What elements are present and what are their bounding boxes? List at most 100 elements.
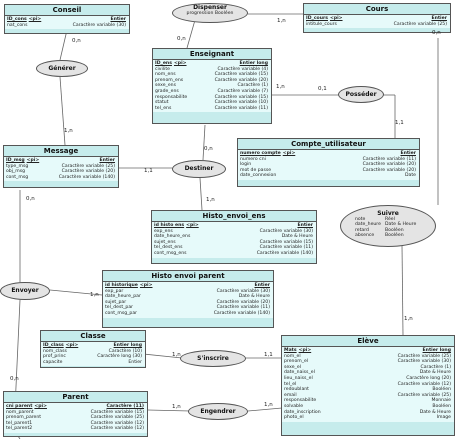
attribute-row: ID_cons<pi>Entier bbox=[7, 17, 127, 23]
cardinality-label: 1,n bbox=[90, 292, 99, 298]
attr-name: date_heure_par bbox=[105, 294, 141, 300]
attr-type: Date & Heure bbox=[419, 370, 451, 376]
attr-name: id histo ens bbox=[154, 223, 185, 228]
attribute-row: numero cni Caractère variable (11) bbox=[240, 157, 417, 163]
attr-name: cni parent bbox=[6, 404, 33, 409]
attr-type: Caractère variable (30) bbox=[397, 359, 451, 365]
attr-type: Booléen bbox=[385, 227, 404, 233]
attr-type: Caractère variable (12) bbox=[397, 381, 451, 387]
association-attribute: progression Booléen bbox=[173, 11, 247, 16]
attr-name: intitule_cours bbox=[306, 21, 337, 27]
attr-name: nom_el bbox=[284, 353, 301, 359]
attr-type: Caractère (1) bbox=[420, 364, 451, 370]
attr-type: Caractère long (20) bbox=[406, 375, 451, 381]
entity-title: Classe bbox=[41, 331, 145, 342]
cardinality-label: 1,1 bbox=[264, 352, 273, 358]
attr-name: sujet_par bbox=[105, 299, 127, 305]
attr-type: Caractère variable (11) bbox=[362, 156, 416, 162]
attr-type: Entier bbox=[297, 223, 313, 228]
attr-type: Caractère variable (140) bbox=[58, 174, 115, 180]
attr-key: <pi> bbox=[329, 16, 343, 21]
attr-name: ID_cours bbox=[306, 16, 328, 21]
attribute-row: ID_ens<pi>Entier long bbox=[155, 61, 269, 67]
attr-name: obj_msg bbox=[6, 169, 26, 175]
attr-type: Caractère variable (140) bbox=[256, 250, 313, 256]
entity-title: Compte_utilisateur bbox=[238, 139, 419, 150]
attr-name: civilite bbox=[155, 66, 170, 72]
attr-type: Date & Heure bbox=[281, 234, 313, 240]
attr-key: <pi> bbox=[139, 283, 153, 288]
attr-name: exp_ens bbox=[154, 228, 173, 234]
attr-name: tel_dest_ens bbox=[154, 245, 183, 251]
attribute-row: cni parent<pi>Caractère (11) bbox=[6, 404, 145, 410]
association-name: Envoyer bbox=[11, 287, 39, 294]
attr-name: date_inscription bbox=[284, 409, 321, 415]
attr-name: ID_msg bbox=[6, 158, 25, 163]
attr-type: Caractère variable (20) bbox=[61, 169, 115, 175]
attr-name: date_heure bbox=[355, 222, 381, 228]
association-destiner: Destiner bbox=[172, 160, 226, 178]
attr-type: Caractère variable (11) bbox=[216, 305, 270, 311]
attr-name: retard bbox=[355, 227, 369, 233]
association-name: Générer bbox=[48, 65, 76, 72]
association-name: Destiner bbox=[184, 165, 214, 172]
attr-name: date_heure_ens bbox=[154, 234, 191, 240]
attr-type: Date bbox=[405, 173, 416, 179]
attr-name: exp_par bbox=[105, 288, 124, 294]
cardinality-label: 0,n bbox=[72, 38, 81, 44]
attr-name: solvable bbox=[284, 403, 304, 409]
entity-parent: Parent cni parent<pi>Caractère (11)nom_p… bbox=[3, 391, 148, 437]
attr-name: sujet_ens bbox=[154, 239, 176, 245]
attr-name: tel_el bbox=[284, 381, 297, 387]
attr-type: Monnaie bbox=[431, 398, 451, 404]
attr-type: Booléen bbox=[214, 11, 234, 16]
association-name: Posséder bbox=[345, 91, 377, 98]
attr-type: Entier bbox=[431, 16, 447, 21]
entity-histo-envoi-parent: Histo envoi parent id historique<pi>Enti… bbox=[102, 270, 274, 328]
attr-type: Entier long bbox=[422, 348, 451, 353]
association-dispenser: Dispenser progression Booléen bbox=[172, 3, 248, 23]
attr-name: numero compte bbox=[240, 151, 281, 156]
attr-type: Caractère variable (140) bbox=[213, 310, 270, 316]
cardinality-label: 1,n bbox=[64, 128, 73, 134]
association-engendrer: Engendrer bbox=[188, 403, 248, 420]
attribute-row: id historique<pi>Entier bbox=[105, 283, 271, 289]
attr-name: date_connexion bbox=[240, 173, 277, 179]
attr-name: prenom_parent bbox=[6, 415, 42, 421]
attr-name: statut bbox=[155, 100, 169, 106]
attr-key: <pi> bbox=[34, 404, 47, 409]
attr-name: Mats bbox=[284, 348, 297, 353]
attr-name: numero cni bbox=[240, 156, 266, 162]
entity-compte-utilisateur: Compte_utilisateur numero compte<pi>Enti… bbox=[237, 138, 420, 187]
attr-type: Entier long bbox=[113, 343, 142, 348]
attr-key: <pi> bbox=[173, 61, 187, 66]
attr-type: Booléen bbox=[385, 233, 404, 239]
entity-title: Parent bbox=[4, 392, 147, 403]
cardinality-label: 1,n bbox=[277, 18, 286, 24]
attr-type: Caractère variable (25) bbox=[393, 21, 447, 27]
attr-key: <pi> bbox=[65, 343, 79, 348]
attr-name: nom_parent bbox=[6, 409, 34, 415]
